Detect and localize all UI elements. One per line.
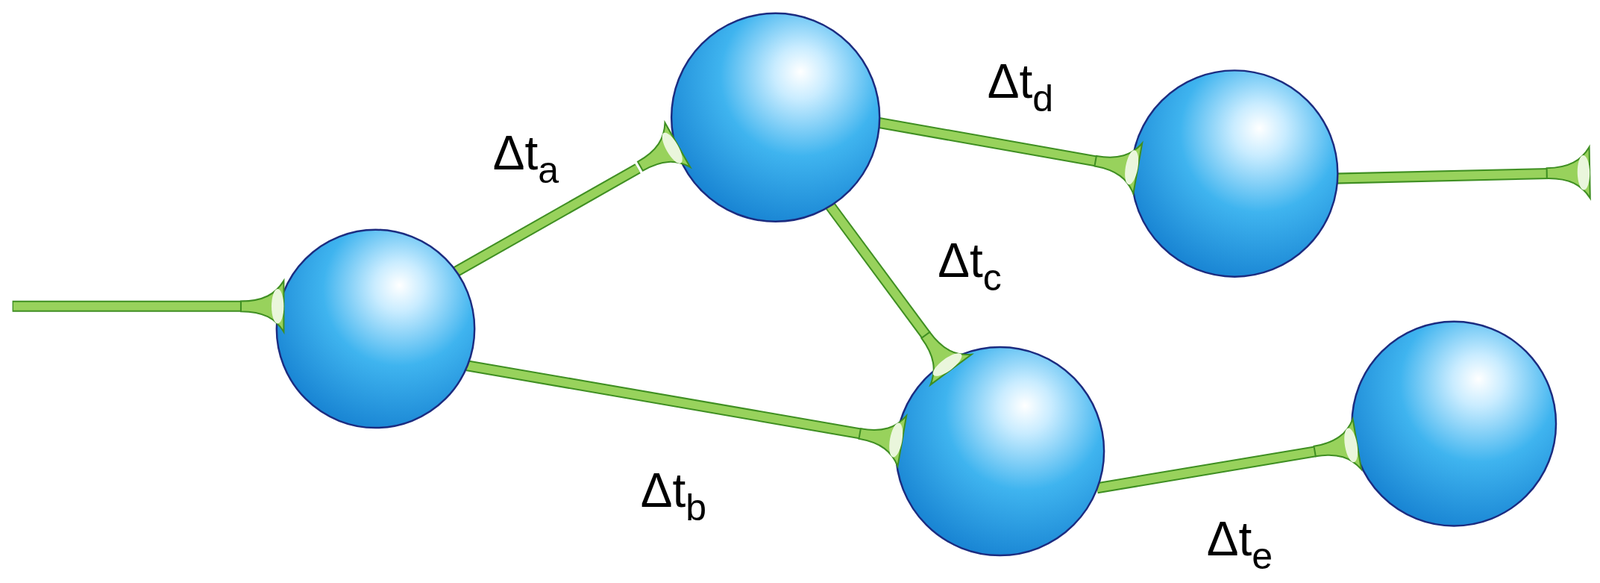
delay-symbol: Δt [640, 463, 687, 517]
synapse-terminals [240, 122, 1591, 476]
delay-subscript: a [537, 149, 559, 191]
delay-label: Δtd [987, 57, 1054, 106]
delay-label: Δtc [937, 236, 1002, 285]
delay-label: Δtb [640, 466, 707, 514]
delay-subscript: d [1032, 77, 1054, 120]
delay-label: Δte [1206, 514, 1273, 563]
delay-symbol: Δt [1206, 511, 1253, 566]
delay-subscript: e [1251, 534, 1273, 577]
neuron-bodies [276, 13, 1556, 555]
delay-subscript: b [685, 486, 707, 529]
delay-symbol: Δt [937, 233, 984, 288]
delay-subscript: c [983, 256, 1002, 299]
delay-symbol: Δt [493, 126, 539, 180]
delay-label: Δta [493, 129, 559, 177]
delay-symbol: Δt [987, 54, 1034, 109]
